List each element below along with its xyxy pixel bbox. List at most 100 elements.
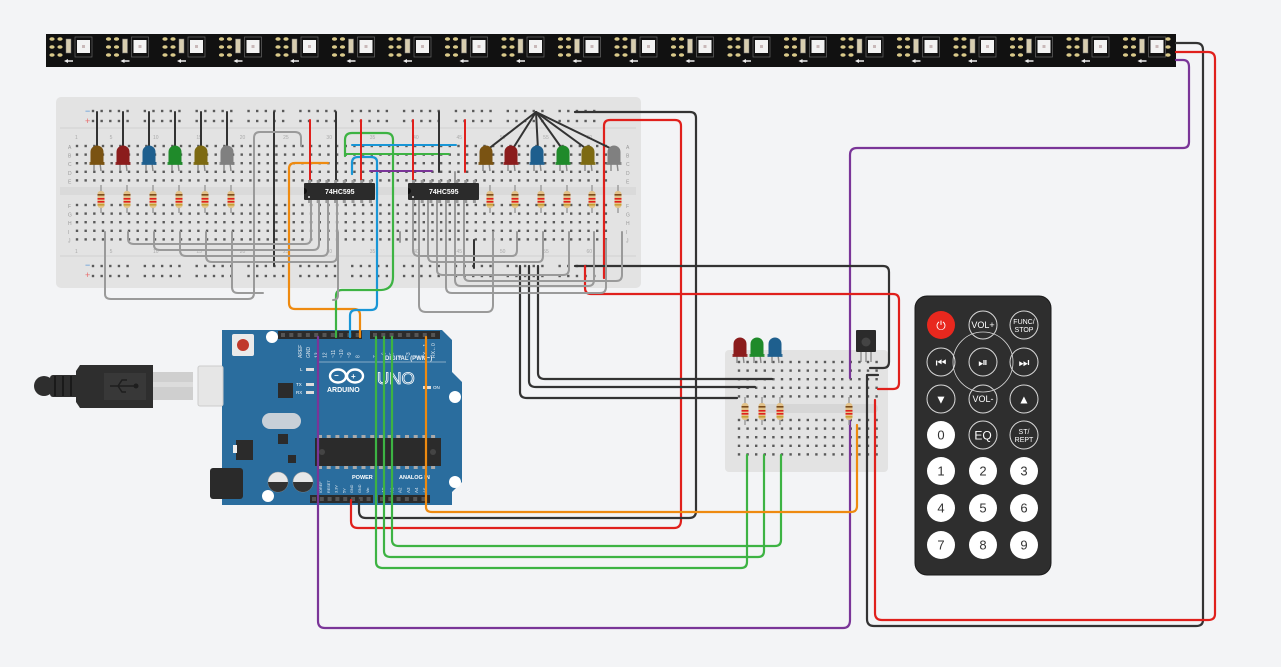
breadboard-hole[interactable] (413, 203, 417, 207)
header-pin[interactable] (351, 497, 355, 501)
breadboard-hole[interactable] (448, 221, 452, 224)
strip-pixel[interactable] (1009, 36, 1053, 63)
breadboard-hole[interactable] (457, 221, 460, 224)
breadboard-hole[interactable] (195, 264, 198, 268)
breadboard-hole[interactable] (517, 229, 521, 232)
breadboard-hole[interactable] (100, 109, 103, 113)
breadboard-hole[interactable] (325, 274, 328, 278)
breadboard-hole[interactable] (500, 153, 504, 156)
breadboard-hole[interactable] (283, 170, 287, 173)
breadboard-hole[interactable] (543, 203, 547, 207)
breadboard-hole[interactable] (798, 427, 801, 430)
button-face[interactable] (1010, 531, 1038, 559)
breadboard-hole[interactable] (755, 418, 758, 422)
breadboard-hole[interactable] (178, 274, 181, 278)
breadboard-hole[interactable] (604, 203, 608, 207)
breadboard-hole[interactable] (368, 274, 371, 278)
breadboard-hole[interactable] (402, 264, 406, 268)
breadboard-hole[interactable] (396, 212, 399, 215)
breadboard-hole[interactable] (431, 162, 434, 165)
breadboard-hole[interactable] (823, 427, 827, 430)
breadboard-hole[interactable] (91, 119, 95, 123)
breadboard-hole[interactable] (535, 221, 538, 224)
breadboard-hole[interactable] (171, 221, 174, 224)
neopixel-led-strip[interactable] (46, 34, 1176, 67)
breadboard-hole[interactable] (110, 144, 113, 148)
breadboard-hole[interactable] (223, 179, 226, 182)
header-pin[interactable] (335, 497, 340, 501)
breadboard-hole[interactable] (368, 119, 371, 123)
breadboard-hole[interactable] (325, 109, 328, 113)
breadboard-hole[interactable] (439, 238, 443, 241)
remote-button[interactable]: FUNC/STOP (1009, 310, 1039, 340)
breadboard-hole[interactable] (281, 119, 285, 123)
wire-ir-signal[interactable] (424, 335, 859, 514)
breadboard-hole[interactable] (780, 369, 784, 372)
resistor-left[interactable] (97, 185, 105, 213)
breadboard-hole[interactable] (875, 418, 878, 422)
breadboard-hole[interactable] (110, 153, 113, 156)
resistor-right[interactable] (537, 185, 545, 213)
breadboard-hole[interactable] (91, 109, 95, 113)
breadboard-hole[interactable] (84, 179, 87, 182)
breadboard-hole[interactable] (377, 274, 380, 278)
breadboard-hole[interactable] (523, 109, 527, 113)
breadboard-hole[interactable] (515, 109, 518, 113)
remote-button[interactable]: 9 (1010, 531, 1038, 559)
breadboard-hole[interactable] (772, 360, 775, 364)
breadboard-hole[interactable] (815, 360, 818, 364)
breadboard-hole[interactable] (763, 436, 766, 439)
breadboard-hole[interactable] (569, 212, 573, 215)
breadboard-hole[interactable] (526, 229, 530, 232)
breadboard-hole[interactable] (75, 238, 79, 241)
breadboard-hole[interactable] (439, 170, 443, 173)
breadboard-hole[interactable] (737, 436, 741, 439)
breadboard-hole[interactable] (413, 238, 417, 241)
breadboard-hole[interactable] (299, 119, 302, 123)
breadboard-hole[interactable] (351, 264, 354, 268)
breadboard-hole[interactable] (491, 221, 495, 224)
breadboard-hole[interactable] (101, 179, 105, 182)
breadboard-hole[interactable] (75, 229, 79, 232)
breadboard-hole[interactable] (517, 153, 521, 156)
breadboard-hole[interactable] (257, 153, 261, 156)
breadboard-hole[interactable] (214, 221, 217, 224)
breadboard-hole[interactable] (205, 179, 209, 182)
breadboard-hole[interactable] (806, 436, 809, 439)
breadboard-hole[interactable] (543, 238, 547, 241)
breadboard-hole[interactable] (569, 229, 573, 232)
breadboard-hole[interactable] (746, 395, 749, 398)
breadboard-hole[interactable] (377, 119, 380, 123)
wire-rgb-b[interactable] (536, 264, 774, 381)
breadboard-hole[interactable] (439, 229, 443, 232)
breadboard-hole[interactable] (509, 221, 512, 224)
breadboard-hole[interactable] (100, 119, 103, 123)
breadboard-hole[interactable] (223, 238, 226, 241)
breadboard-hole[interactable] (101, 229, 105, 232)
breadboard-hole[interactable] (532, 264, 535, 268)
breadboard-hole[interactable] (604, 221, 608, 224)
breadboard-hole[interactable] (179, 221, 183, 224)
breadboard-hole[interactable] (431, 238, 434, 241)
breadboard-hole[interactable] (145, 221, 148, 224)
breadboard-hole[interactable] (806, 369, 809, 372)
breadboard-hole[interactable] (214, 153, 217, 156)
led-right-2[interactable] (503, 145, 519, 172)
breadboard-hole[interactable] (93, 179, 96, 182)
breadboard-hole[interactable] (474, 238, 478, 241)
breadboard-hole[interactable] (169, 119, 172, 123)
breadboard-hole[interactable] (506, 119, 509, 123)
breadboard-hole[interactable] (307, 109, 311, 113)
breadboard-hole[interactable] (110, 221, 113, 224)
breadboard-hole[interactable] (858, 369, 861, 372)
breadboard-hole[interactable] (93, 221, 96, 224)
breadboard-hole[interactable] (126, 109, 129, 113)
breadboard-hole[interactable] (587, 221, 590, 224)
breadboard-hole[interactable] (143, 119, 147, 123)
breadboard-hole[interactable] (136, 229, 139, 232)
breadboard-hole[interactable] (405, 229, 408, 232)
breadboard-hole[interactable] (292, 212, 295, 215)
breadboard-hole[interactable] (532, 109, 535, 113)
breadboard-hole[interactable] (240, 221, 243, 224)
breadboard-hole[interactable] (472, 119, 475, 123)
